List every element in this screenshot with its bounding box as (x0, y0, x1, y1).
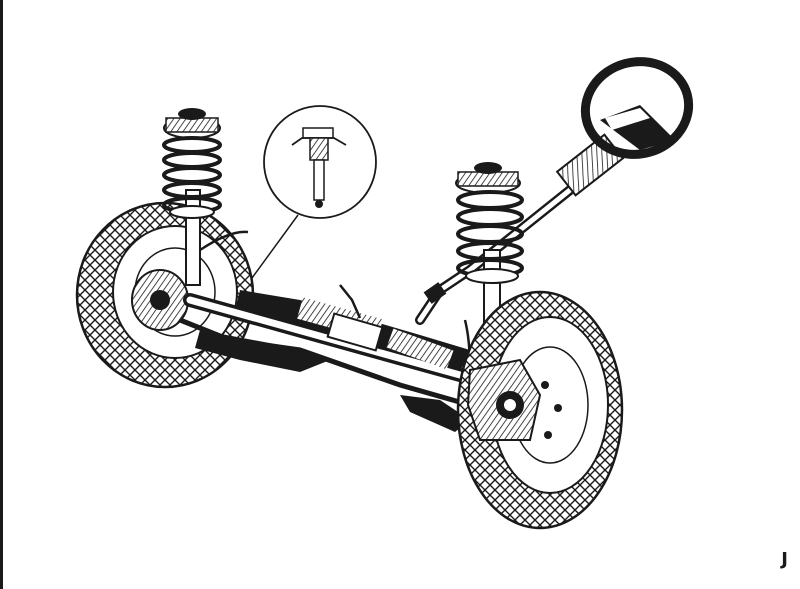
universal-joint (423, 282, 447, 304)
corner-letter-mark: J (781, 549, 788, 570)
left-wheel (75, 201, 255, 389)
wheel-studs (541, 381, 562, 439)
callout-leader-line (251, 214, 299, 279)
ball-joint-detail (291, 127, 347, 208)
right-wheel (456, 290, 624, 530)
left-coil-spring (162, 136, 222, 214)
left-strut-assembly (162, 108, 249, 286)
steering-wheel (580, 57, 694, 159)
right-lower-control-arm (400, 395, 470, 432)
left-hub (150, 290, 170, 310)
detail-callout (251, 105, 377, 279)
left-shock-absorber (185, 189, 201, 286)
left-edge-border (0, 0, 3, 589)
left-brake-line (199, 230, 249, 252)
rack-housing (326, 312, 384, 352)
steering-rack (183, 284, 467, 382)
